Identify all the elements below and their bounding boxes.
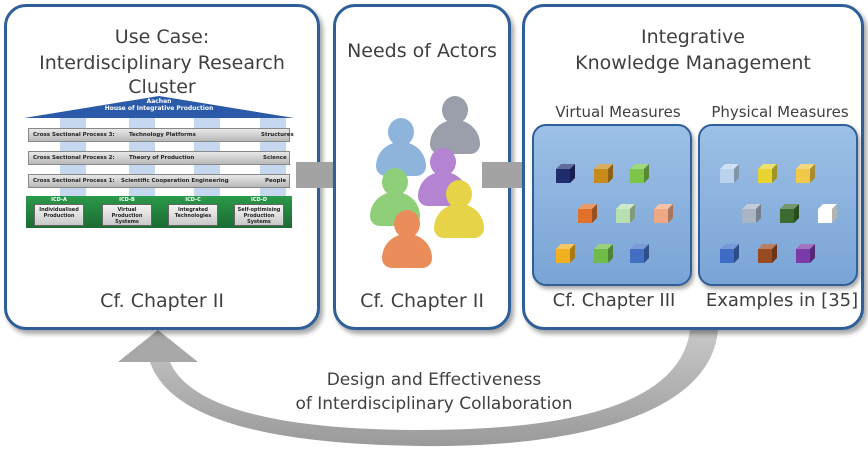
person-head — [394, 210, 420, 238]
actor-person-6 — [382, 210, 432, 268]
person-head — [388, 118, 414, 146]
house-row-1-left: Cross Sectional Process 1: — [33, 178, 115, 184]
use-case-footer: Cf. Chapter II — [100, 290, 224, 312]
loop-text-line2: of Interdisciplinary Collaboration — [295, 394, 573, 414]
person-head — [430, 148, 456, 176]
house-row-1-right: People — [265, 178, 287, 184]
virtual-measures-footer: Cf. Chapter III — [552, 290, 676, 311]
house-row-2: Cross Sectional Process 2: Theory of Pro… — [28, 151, 290, 165]
icd-b-box: Virtual Production Systems — [102, 204, 152, 226]
person-head — [446, 180, 472, 208]
virtual-cube-4 — [578, 204, 597, 223]
use-case-title-line1: Use Case: — [114, 26, 210, 48]
physical-cube-3 — [796, 164, 815, 183]
physical-cube-9 — [796, 244, 815, 263]
icd-d-box: Self-optimising Production Systems — [234, 204, 284, 226]
person-body — [434, 204, 484, 238]
house-row-2-right: Science — [263, 155, 287, 161]
use-case-title-line2: Interdisciplinary Research Cluster — [39, 52, 285, 98]
physical-cube-8 — [758, 244, 777, 263]
physical-cube-5 — [780, 204, 799, 223]
actor-person-2 — [430, 96, 480, 154]
virtual-cube-9 — [630, 244, 649, 263]
physical-cube-7 — [720, 244, 739, 263]
house-row-1: Cross Sectional Process 1: Scientific Co… — [28, 174, 290, 188]
virtual-cube-3 — [630, 164, 649, 183]
person-body — [382, 234, 432, 268]
house-row-1-center: Scientific Cooperation Engineering — [121, 178, 229, 184]
person-head — [382, 168, 408, 196]
house-roof-line2: House of Integrative Production — [104, 105, 214, 112]
physical-cube-1 — [720, 164, 739, 183]
needs-title: Needs of Actors — [347, 40, 497, 62]
km-title-line2: Knowledge Management — [575, 52, 811, 74]
needs-footer: Cf. Chapter II — [360, 290, 484, 312]
house-row-3-left: Cross Sectional Process 3: — [33, 132, 115, 138]
virtual-cube-1 — [556, 164, 575, 183]
virtual-cube-5 — [616, 204, 635, 223]
house-row-3-right: Structures — [261, 132, 294, 138]
icd-c-box: Integrated Technologies — [168, 204, 218, 226]
virtual-cube-8 — [594, 244, 613, 263]
virtual-measures-title: Virtual Measures — [555, 103, 681, 121]
house-row-2-center: Theory of Production — [129, 155, 195, 161]
physical-cube-4 — [742, 204, 761, 223]
actor-person-5 — [434, 180, 484, 238]
km-title-line1: Integrative — [641, 26, 745, 48]
physical-cube-6 — [818, 204, 837, 223]
icd-a-code: ICD-A — [51, 197, 67, 203]
house-row-3-center: Technology Platforms — [129, 132, 196, 138]
person-head — [442, 96, 468, 124]
house-of-integrative-production: Aachen House of Integrative Production C… — [24, 96, 294, 236]
virtual-cube-2 — [594, 164, 613, 183]
house-roof-line1: Aachen — [146, 98, 172, 105]
physical-measures-title: Physical Measures — [711, 103, 849, 121]
house-row-2-left: Cross Sectional Process 2: — [33, 155, 115, 161]
virtual-cube-6 — [654, 204, 673, 223]
icd-d-code: ICD-D — [251, 197, 267, 203]
icd-b-code: ICD-B — [119, 197, 135, 203]
physical-cube-2 — [758, 164, 777, 183]
house-row-3: Cross Sectional Process 3: Technology Pl… — [28, 128, 294, 142]
icd-a-box: Individualised Production — [34, 204, 84, 226]
virtual-cube-7 — [556, 244, 575, 263]
loop-text-line1: Design and Effectiveness — [326, 370, 542, 390]
icd-c-code: ICD-C — [185, 197, 201, 203]
physical-measures-footer: Examples in [35] — [705, 290, 859, 311]
